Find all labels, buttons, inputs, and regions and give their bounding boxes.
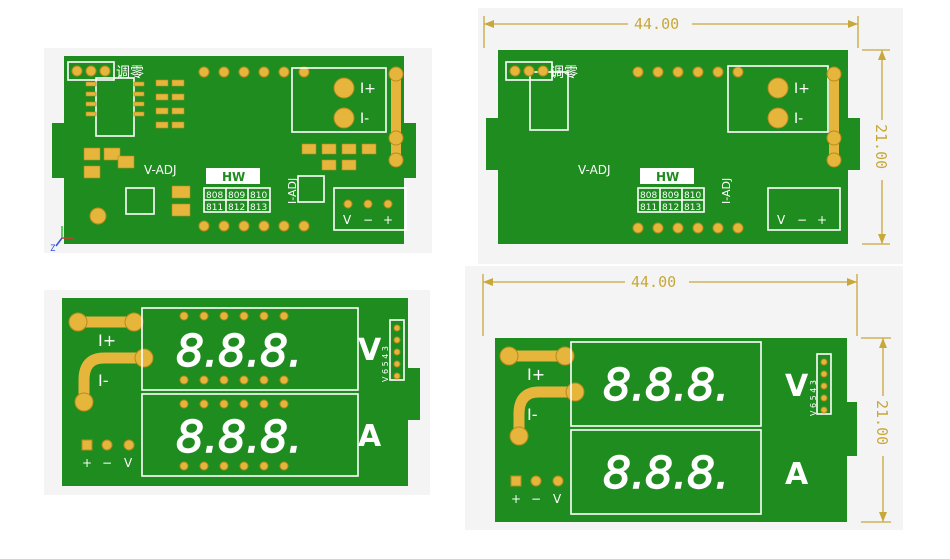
- volt-display-digits: 8.8.8.: [603, 360, 729, 411]
- height-dimension: 21.00: [862, 49, 891, 245]
- i-adj-label: I-ADJ: [286, 178, 299, 204]
- i-minus-label: I-: [527, 405, 538, 424]
- header-pin-labels: V 6 5 4 3: [381, 346, 390, 382]
- power-minus: −: [531, 492, 541, 506]
- power-pads: + − V: [81, 439, 135, 470]
- panel-top-dimensioned: 调零 I+ I- V-ADJ HW 808 809 810 811 812 81…: [478, 8, 903, 264]
- code-809: 809: [662, 191, 679, 201]
- amp-display-digits: 8.8.8.: [176, 412, 302, 463]
- width-dimension-value: 44.00: [631, 273, 676, 291]
- volt-label: V: [358, 333, 382, 368]
- axis-indicator: Z: [50, 226, 74, 253]
- power-pads: + − V: [510, 475, 564, 506]
- height-dimension-value: 21.00: [872, 124, 890, 169]
- code-808: 808: [640, 191, 657, 201]
- panel-top-view: 调零 I+ I- V-ADJ HW 808 809 810 811 812 81…: [44, 48, 432, 253]
- i-plus-label: I+: [794, 81, 810, 97]
- code-813: 813: [684, 203, 701, 213]
- i-plus-label: I+: [527, 365, 545, 384]
- brand-label: HW: [656, 170, 679, 184]
- power-plus: +: [511, 492, 521, 506]
- header-pin-labels: V 6 5 4 3: [809, 380, 818, 416]
- power-minus: −: [102, 456, 112, 470]
- terminal-plus: +: [817, 213, 827, 227]
- terminal-minus: −: [797, 213, 807, 227]
- i-plus-label: I+: [360, 81, 376, 97]
- terminal-minus: −: [363, 213, 373, 227]
- pcb-board: [62, 298, 420, 486]
- power-v: V: [124, 456, 133, 470]
- v-adj-label: V-ADJ: [144, 163, 177, 177]
- i-adj-label: I-ADJ: [720, 178, 733, 204]
- header-pins: V 6 5 4 3: [381, 319, 405, 382]
- i-minus-label: I-: [98, 371, 109, 390]
- pcb-board: [486, 50, 860, 244]
- code-810: 810: [684, 191, 701, 201]
- amp-display-digits: 8.8.8.: [603, 448, 729, 499]
- height-dimension-value: 21.00: [873, 400, 891, 445]
- trimmer-i: [297, 175, 325, 203]
- terminal-v: V: [343, 213, 352, 227]
- amp-label: A: [358, 419, 382, 454]
- trimmer-box: [67, 61, 115, 81]
- volt-display-digits: 8.8.8.: [176, 326, 302, 377]
- smd-cluster-right: [301, 143, 377, 171]
- resistor-column: [155, 79, 185, 129]
- power-plus: +: [82, 456, 92, 470]
- code-811: 811: [640, 203, 657, 213]
- width-dimension-value: 44.00: [634, 15, 679, 33]
- smd-cluster-left: [83, 147, 191, 217]
- zero-adjust-label: 调零: [116, 65, 144, 81]
- ic-chip: [95, 77, 135, 137]
- pcb-top-dim-svg: 调零 I+ I- V-ADJ HW 808 809 810 811 812 81…: [483, 14, 891, 245]
- code-808: 808: [206, 191, 223, 201]
- via-row-top: [198, 66, 310, 78]
- power-v: V: [553, 492, 562, 506]
- amp-display-frame: [141, 393, 359, 477]
- i-plus-label: I+: [98, 331, 116, 350]
- via-row-top: [632, 66, 744, 78]
- width-dimension: 44.00: [483, 14, 859, 48]
- via-row-bottom: [198, 220, 310, 232]
- ic-pins: [85, 81, 145, 117]
- code-812: 812: [662, 203, 679, 213]
- i-minus-label: I-: [794, 111, 803, 127]
- pcb-bottom-dim-svg: I+ I- 8.8.8. 8.8.8. V A V 6 5 4 3 + − V …: [482, 272, 892, 523]
- brand-label: HW: [222, 170, 245, 184]
- pcb-bottom-svg: I+ I- 8.8.8. 8.8.8. V A V 6 5 4 3 + − V: [62, 298, 420, 486]
- v-adj-label: V-ADJ: [578, 163, 611, 177]
- pcb-top-svg: 调零 I+ I- V-ADJ HW 808 809 810 811 812 81…: [50, 56, 416, 253]
- volt-display-pins: [179, 311, 289, 385]
- amp-display-pins: [179, 399, 289, 471]
- height-dimension: 21.00: [861, 337, 892, 523]
- code-809: 809: [228, 191, 245, 201]
- panel-bottom-view: I+ I- 8.8.8. 8.8.8. V A V 6 5 4 3 + − V: [44, 290, 430, 495]
- code-813: 813: [250, 203, 267, 213]
- code-810: 810: [250, 191, 267, 201]
- zero-adjust-label: 调零: [550, 65, 578, 81]
- terminal-plus: +: [383, 213, 393, 227]
- axis-z-label: Z: [50, 244, 56, 253]
- i-minus-label: I-: [360, 111, 369, 127]
- terminal-block: [333, 187, 407, 231]
- code-812: 812: [228, 203, 245, 213]
- code-811: 811: [206, 203, 223, 213]
- code-grid: 808 809 810 811 812 813: [203, 187, 271, 213]
- panel-bottom-dimensioned: I+ I- 8.8.8. 8.8.8. V A V 6 5 4 3 + − V …: [465, 266, 903, 530]
- amp-label: A: [785, 457, 809, 492]
- shunt-terminal-box: [291, 67, 387, 133]
- electrolytic-cap: [89, 207, 107, 225]
- volt-label: V: [785, 369, 809, 404]
- volt-display-frame: [141, 307, 359, 391]
- via-row-bottom: [632, 222, 744, 234]
- width-dimension: 44.00: [482, 272, 858, 336]
- brand-box: [206, 168, 260, 184]
- terminal-v: V: [777, 213, 786, 227]
- header-pins: V 6 5 4 3: [809, 353, 832, 416]
